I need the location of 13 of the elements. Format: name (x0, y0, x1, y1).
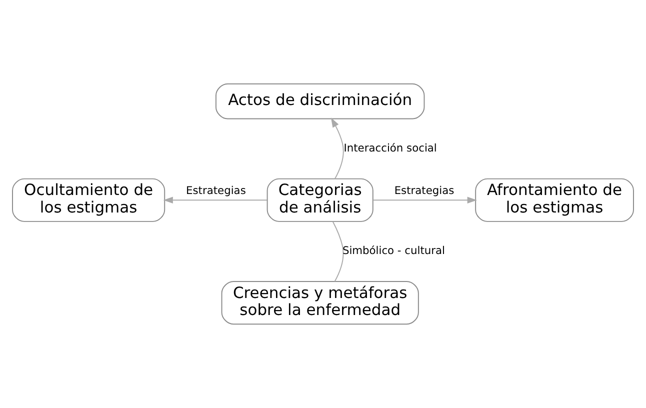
edge-label: Interacción social (344, 141, 437, 154)
node-box: Afrontamiento de los estigmas (475, 178, 634, 222)
arrow (330, 118, 344, 180)
edge-label: Simbólico - cultural (342, 244, 445, 258)
node-box: Categorias de análisis (266, 178, 374, 222)
arrow (163, 196, 268, 204)
node-box: Actos de discriminación (215, 83, 425, 120)
edge-label: Estrategias (186, 184, 246, 198)
arrow (372, 196, 478, 204)
edge-label: Estrategias (394, 184, 454, 198)
node-box: Creencias y metáforas sobre la enfermedad (221, 281, 419, 325)
connector (332, 221, 344, 282)
node-box: Ocultamiento de los estigmas (12, 178, 166, 222)
